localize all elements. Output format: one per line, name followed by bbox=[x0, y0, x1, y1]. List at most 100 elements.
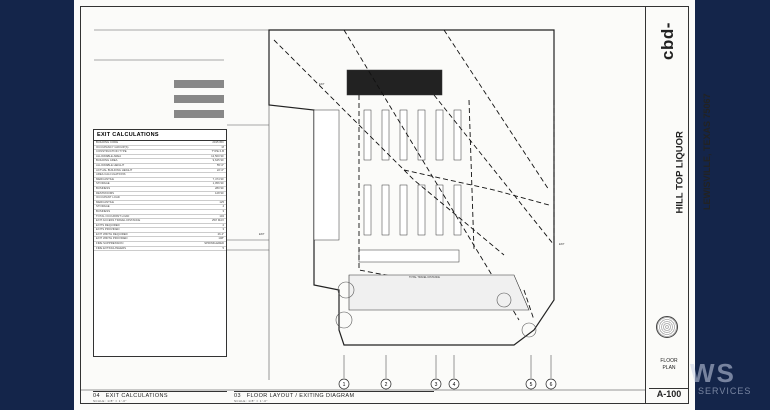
calc-row: EXIT WIDTH REQUIRED 26.4" bbox=[94, 231, 226, 238]
calc-row-key: EXIT WIDTH REQUIRED bbox=[96, 231, 128, 236]
vestibule bbox=[348, 274, 530, 311]
calc-row-value: 4 bbox=[222, 204, 224, 209]
calc-row-value: 280 SF bbox=[214, 185, 224, 190]
sheet-title: FLOOR PLAN bbox=[649, 358, 689, 372]
plan-exit-label-2: EXIT bbox=[259, 233, 265, 236]
calc-row-key: STORAGE bbox=[96, 181, 110, 186]
grid-marker-1-label: 1 bbox=[343, 382, 346, 388]
grid-marker-6-label: 6 bbox=[550, 382, 553, 388]
sheet-title-line1: FLOOR bbox=[660, 358, 678, 364]
calc-row-value: 108" bbox=[218, 236, 224, 241]
watermark: WS SERVICES bbox=[690, 360, 765, 400]
calc-row-key: MERCANTILE bbox=[96, 176, 115, 181]
watermark-sub: SERVICES bbox=[698, 386, 752, 396]
drawing-sheet: EXIT EXIT TOTAL TRAVEL DISTANCE EXIT 1 2… bbox=[74, 0, 712, 410]
calc-row: MERCANTILE 125 bbox=[94, 199, 226, 206]
calc-row: AREA CALCULATIONS bbox=[94, 173, 226, 178]
calc-row-key: OCCUPANT LOAD bbox=[96, 195, 120, 200]
calc-row-value: 22'-0" bbox=[216, 167, 224, 172]
grid-marker-6: 6 bbox=[545, 355, 557, 390]
calc-row-key: ALLOWABLE HEIGHT bbox=[96, 162, 125, 167]
grid-marker-5: 5 bbox=[525, 355, 537, 390]
calc-row: OCCUPANT LOAD bbox=[94, 196, 226, 201]
grid-marker-4: 4 bbox=[448, 355, 460, 390]
caption-right-title: FLOOR LAYOUT / EXITING DIAGRAM bbox=[246, 393, 355, 399]
exit-calculations-rows: BUILDING CODE 2015 IBC OCCUPANCY GROUP(S) M… bbox=[94, 140, 226, 252]
calc-row: OCCUPANCY GROUP(S) M bbox=[94, 144, 226, 151]
calc-row: ACTUAL BUILDING HEIGHT 22'-0" bbox=[94, 167, 226, 174]
caption-left-scale: SCALE: 1/8" = 1'-0" bbox=[93, 399, 127, 403]
calc-row-key: OCCUPANCY GROUP(S) bbox=[96, 144, 129, 149]
calc-row-value: 250' MAX bbox=[211, 218, 224, 223]
calc-row: EXIT ACCESS TRAVEL DISTANCE 250' MAX bbox=[94, 218, 226, 224]
calc-row-value: 132 bbox=[219, 213, 224, 218]
shelving bbox=[313, 69, 462, 263]
plan-exit-label-3: EXIT bbox=[559, 243, 565, 246]
calc-row-key: BUSINESS bbox=[96, 208, 111, 213]
calc-row-value: 5 bbox=[222, 245, 224, 250]
watermark-main: WS bbox=[690, 358, 736, 388]
calc-row-key: FIRE EXTINGUISHERS bbox=[96, 245, 126, 250]
project-city: LEWISVILLE, TEXAS 75067 bbox=[702, 93, 712, 210]
calc-row-value: 26.4" bbox=[217, 231, 224, 236]
calc-row-value: 2 bbox=[222, 222, 224, 227]
floor-plan-drawing: EXIT EXIT TOTAL TRAVEL DISTANCE EXIT 1 2… bbox=[80, 29, 645, 391]
calc-row-key: EXIT WIDTH PROVIDED bbox=[96, 236, 128, 241]
calc-row-key: BUILDING AREA bbox=[96, 158, 118, 163]
building-outline bbox=[268, 29, 555, 346]
sheet-border bbox=[80, 6, 689, 404]
plan-exit-label: EXIT bbox=[319, 83, 325, 86]
calc-row-key: TOTAL OCCUPANT LOAD bbox=[96, 213, 130, 218]
calc-row: TOTAL OCCUPANT LOAD 132 bbox=[94, 213, 226, 220]
grid-marker-4-label: 4 bbox=[453, 382, 456, 388]
calc-row-key: FIRE SUPPRESSION bbox=[96, 241, 124, 246]
calc-row-value: 3 bbox=[222, 208, 224, 213]
calc-row: STORAGE 4 bbox=[94, 205, 226, 210]
firm-logo-text: cbd- bbox=[658, 22, 678, 60]
caption-left-title: EXIT CALCULATIONS bbox=[105, 393, 168, 399]
calc-row: EXITS PROVIDED 3 bbox=[94, 228, 226, 233]
calc-row-key: RESTROOMS bbox=[96, 190, 115, 195]
calc-row-key: BUSINESS bbox=[96, 185, 111, 190]
grid-markers: 1 2 3 4 5 bbox=[338, 355, 557, 390]
calc-row: BUSINESS 3 bbox=[94, 208, 226, 215]
calc-row-value: 2015 IBC bbox=[212, 140, 224, 144]
grid-marker-5-label: 5 bbox=[530, 382, 533, 388]
calc-row-key: STORAGE bbox=[96, 204, 110, 209]
calc-row-key: BUILDING CODE bbox=[96, 140, 119, 144]
calc-row-value: TYPE II-B bbox=[211, 149, 224, 154]
calc-row-value: 3 bbox=[222, 227, 224, 232]
grid-marker-3: 3 bbox=[430, 355, 442, 390]
calc-row-key: CONSTRUCTION TYPE bbox=[96, 149, 127, 154]
firm-logo: cbd- bbox=[655, 6, 681, 76]
calc-row: FIRE EXTINGUISHERS 5 bbox=[94, 245, 226, 252]
sheet-title-line2: PLAN bbox=[662, 365, 676, 371]
calc-row-key: EXITS PROVIDED bbox=[96, 227, 120, 232]
project-name: HILL TOP LIQUOR bbox=[674, 131, 686, 214]
exit-calculations-title: EXIT CALCULATIONS bbox=[94, 130, 226, 141]
grid-marker-3-label: 3 bbox=[435, 382, 438, 388]
title-block bbox=[645, 6, 689, 404]
grid-marker-1: 1 bbox=[338, 355, 350, 390]
caption-left-number: 04 bbox=[93, 393, 100, 399]
calc-row-value: 125 bbox=[219, 199, 224, 204]
sheet-number: A-100 bbox=[649, 388, 689, 399]
grid-marker-2: 2 bbox=[380, 355, 392, 390]
calc-row: EXIT WIDTH PROVIDED 108" bbox=[94, 236, 226, 243]
architect-seal bbox=[656, 316, 678, 338]
calc-row-value: 12,500 SF bbox=[211, 153, 224, 158]
calc-row-key: MERCANTILE bbox=[96, 199, 115, 204]
calc-row-key: EXIT ACCESS TRAVEL DISTANCE bbox=[96, 218, 141, 223]
caption-exit-calculations: 04 EXIT CALCULATIONS SCALE: 1/8" = 1'-0" bbox=[93, 391, 227, 403]
calc-row-value: 128 SF bbox=[214, 190, 224, 195]
grid-marker-2-label: 2 bbox=[385, 382, 388, 388]
calc-row-key: ACTUAL BUILDING HEIGHT bbox=[96, 167, 133, 172]
calc-row-value: M bbox=[221, 144, 224, 149]
